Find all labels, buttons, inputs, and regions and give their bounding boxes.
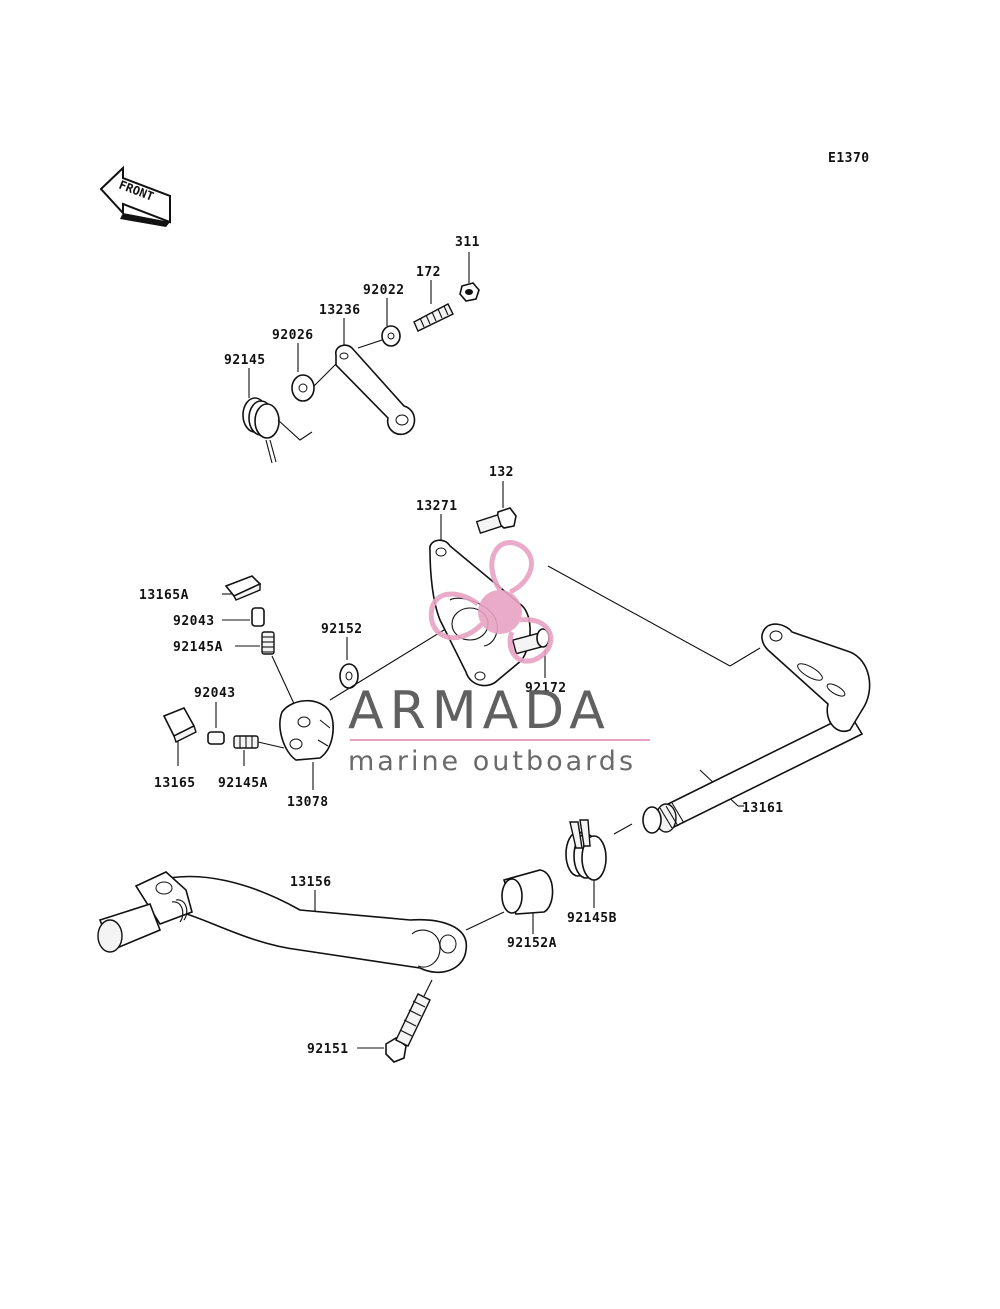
diagram-code: E1370	[828, 151, 870, 166]
label-172: 172	[416, 265, 441, 280]
watermark-title: ARMADA	[348, 681, 611, 741]
nut-311	[459, 252, 480, 302]
shift-lever-13156	[97, 871, 468, 974]
label-92145: 92145	[224, 353, 266, 368]
label-92043-upper: 92043	[173, 614, 215, 629]
label-92151: 92151	[307, 1042, 349, 1057]
label-13271: 13271	[416, 499, 458, 514]
spring-92145B	[565, 819, 607, 908]
pawl-13165A	[222, 575, 262, 601]
label-92152A: 92152A	[507, 936, 557, 951]
watermark-subtitle: marine outboards	[348, 746, 636, 777]
pin-92043-lower	[207, 702, 225, 745]
ratchet-13078	[279, 629, 445, 790]
label-311: 311	[455, 235, 480, 250]
pin-92172	[511, 628, 550, 678]
label-13165A: 13165A	[139, 588, 189, 603]
spring-92145A-upper	[235, 631, 297, 709]
label-13165: 13165	[154, 776, 196, 791]
label-92022: 92022	[363, 283, 405, 298]
spring-92145A-lower	[233, 735, 285, 766]
label-92145A-lower: 92145A	[218, 776, 268, 791]
shift-shaft-13161	[547, 565, 871, 835]
washer-92026	[291, 343, 337, 402]
label-92145B: 92145B	[567, 911, 617, 926]
pawl-13165	[162, 706, 197, 766]
pin-92043-upper	[222, 607, 265, 627]
washer-92022	[381, 298, 401, 347]
front-arrow-icon: FRONT	[99, 165, 171, 227]
label-92172: 92172	[525, 681, 567, 696]
spring-92145	[242, 368, 313, 464]
watermark-logo-icon	[428, 540, 554, 664]
collar-92152A	[465, 869, 554, 934]
watermark-divider	[350, 739, 650, 741]
label-13236: 13236	[319, 303, 361, 318]
label-13161: 13161	[742, 801, 784, 816]
label-92026: 92026	[272, 328, 314, 343]
link-arm-13236	[335, 318, 416, 436]
bolt-92151	[357, 979, 433, 1063]
label-13156: 13156	[290, 875, 332, 890]
stud-172	[413, 280, 454, 332]
label-132: 132	[489, 465, 514, 480]
label-92043-lower: 92043	[194, 686, 236, 701]
label-92152: 92152	[321, 622, 363, 637]
bolt-132	[475, 481, 517, 534]
label-13078: 13078	[287, 795, 329, 810]
label-92145A-upper: 92145A	[173, 640, 223, 655]
